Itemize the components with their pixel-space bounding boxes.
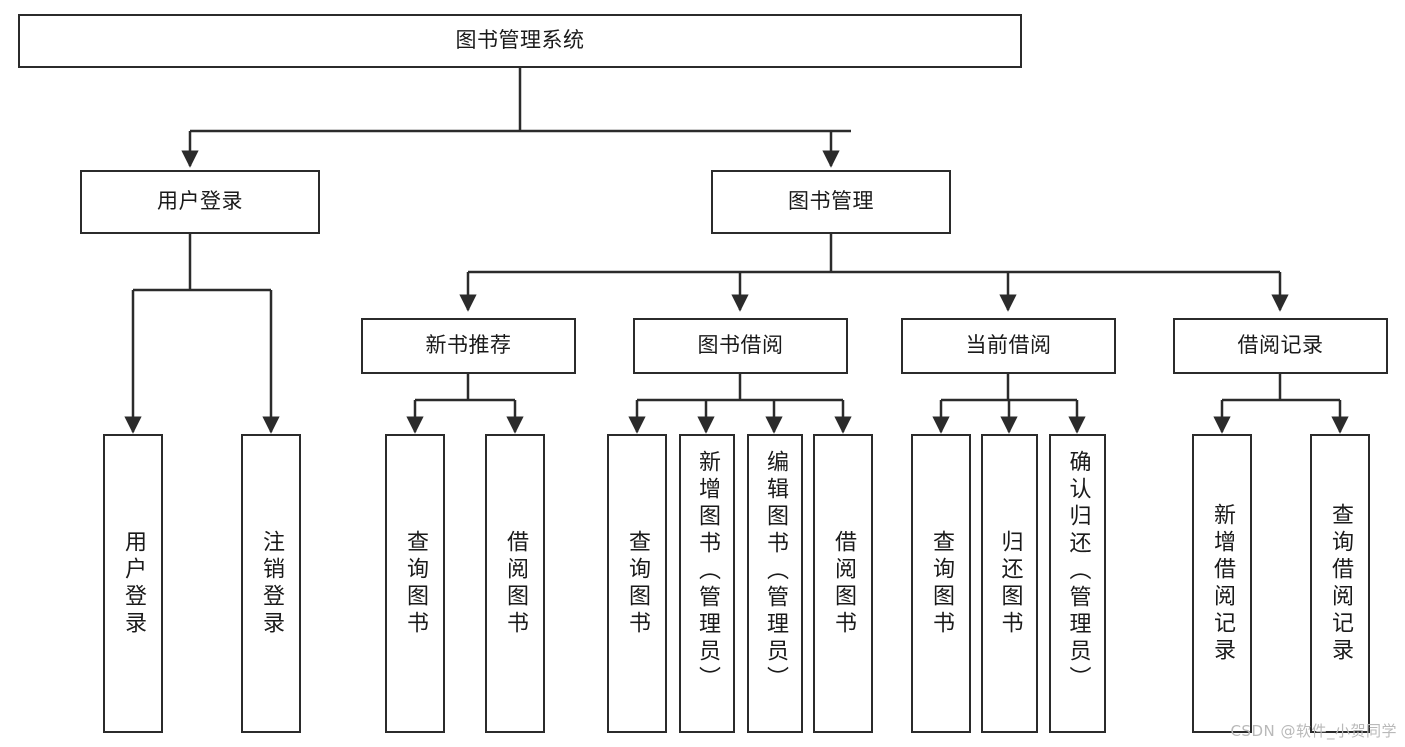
node-borrow-record[interactable]: 借阅记录 [1173,318,1388,374]
leaf-label: 新增图书（管理员） [695,450,720,693]
node-book-manage-label: 图书管理 [788,189,874,214]
node-root[interactable]: 图书管理系统 [18,14,1022,68]
leaf-label: 查询图书 [403,529,428,638]
leaf-label: 归还图书 [997,529,1023,638]
leaf-label: 注销登录 [259,529,284,638]
node-book-manage[interactable]: 图书管理 [711,170,951,234]
leaf-label: 查询借阅记录 [1328,502,1353,665]
node-current-borrow-label: 当前借阅 [965,333,1052,358]
leaf-new-book-rec-1[interactable]: 查询图书 [385,434,445,733]
node-new-book-rec[interactable]: 新书推荐 [361,318,576,374]
node-user-login[interactable]: 用户登录 [80,170,320,234]
node-user-login-label: 用户登录 [157,189,243,214]
leaf-book-borrow-2[interactable]: 新增图书（管理员） [679,434,735,733]
node-new-book-rec-label: 新书推荐 [425,333,512,358]
leaf-label: 借阅图书 [503,529,528,638]
leaf-label: 用户登录 [121,529,146,638]
leaf-label: 查询图书 [625,529,650,638]
leaf-new-book-rec-2[interactable]: 借阅图书 [485,434,545,733]
node-current-borrow[interactable]: 当前借阅 [901,318,1116,374]
leaf-user-login-1[interactable]: 用户登录 [103,434,163,733]
node-borrow-record-label: 借阅记录 [1237,333,1324,358]
leaf-book-borrow-3[interactable]: 编辑图书（管理员） [747,434,803,733]
leaf-user-login-2[interactable]: 注销登录 [241,434,301,733]
leaf-borrow-record-1[interactable]: 新增借阅记录 [1192,434,1252,733]
leaf-borrow-record-2[interactable]: 查询借阅记录 [1310,434,1370,733]
leaf-label: 查询图书 [929,529,954,638]
leaf-current-borrow-1[interactable]: 查询图书 [911,434,971,733]
node-book-borrow[interactable]: 图书借阅 [633,318,848,374]
leaf-label: 新增借阅记录 [1210,502,1235,665]
leaf-current-borrow-3[interactable]: 确认归还（管理员） [1049,434,1106,733]
leaf-book-borrow-1[interactable]: 查询图书 [607,434,667,733]
node-book-borrow-label: 图书借阅 [697,333,784,358]
leaf-current-borrow-2[interactable]: 归还图书 [981,434,1038,733]
node-root-label: 图书管理系统 [455,28,585,53]
leaf-label: 借阅图书 [831,529,856,638]
leaf-book-borrow-4[interactable]: 借阅图书 [813,434,873,733]
leaf-label: 编辑图书（管理员） [763,450,788,693]
leaf-label: 确认归还（管理员） [1065,450,1091,693]
csdn-watermark: CSDN @软件_小贺同学 [1230,722,1397,740]
